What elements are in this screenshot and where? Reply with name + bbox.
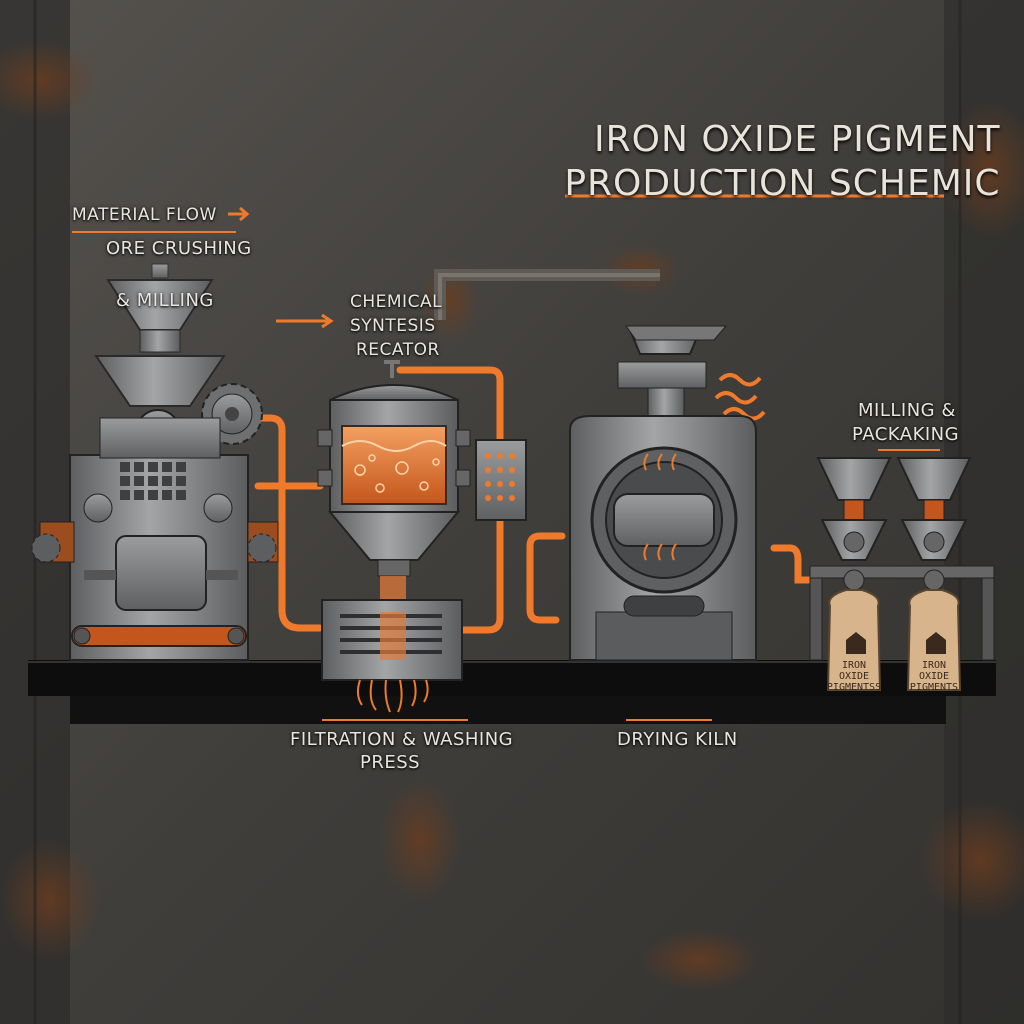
packaging-label-2: PACKAKING (852, 424, 960, 445)
reactor-label-2: SYNTESIS (350, 316, 436, 336)
reactor-label-3: RECATOR (356, 340, 440, 360)
packaging-label-1: MILLING & (858, 400, 956, 421)
bag-label-right: IRON OXIDE PIGMENTS (904, 660, 964, 693)
page-title: IRON OXIDE PIGMENT PRODUCTION SCHEMIC (556, 118, 1001, 206)
chemical-reactor (317, 360, 527, 660)
drying-kiln (569, 325, 766, 661)
bag-label-left: IRON OXIDE PIGMENTSS (824, 660, 884, 693)
filter-press (321, 599, 463, 713)
crushing-label-1: ORE CRUSHING (106, 238, 252, 259)
bag-label-line: IRON OXIDE (918, 660, 950, 682)
material-flow-legend: MATERIAL FLOW (72, 205, 217, 225)
reactor-label-1: CHEMICAL (350, 292, 443, 312)
title-line-2: PRODUCTION SCHEMIC (564, 163, 1001, 204)
flow-arrow-icon (276, 313, 334, 329)
flow-arrow-icon (228, 206, 250, 222)
bag-logo-icon (926, 632, 946, 654)
title-line-1: IRON OXIDE PIGMENT (594, 119, 1001, 160)
pipes (254, 366, 816, 634)
bag-label-line: PIGMENTSS (826, 682, 882, 693)
crushing-label-2: & MILLING (116, 290, 214, 311)
filtration-label-2: PRESS (360, 752, 421, 773)
ore-crusher (31, 263, 279, 661)
bag-logo-icon (846, 632, 866, 654)
bag-label-line: PIGMENTS (909, 682, 959, 693)
filtration-label-1: FILTRATION & WASHING (290, 729, 514, 750)
packaging-station (809, 457, 995, 691)
bag-label-line: IRON OXIDE (838, 660, 870, 682)
kiln-label: DRYING KILN (617, 729, 738, 750)
control-panel (475, 439, 527, 521)
